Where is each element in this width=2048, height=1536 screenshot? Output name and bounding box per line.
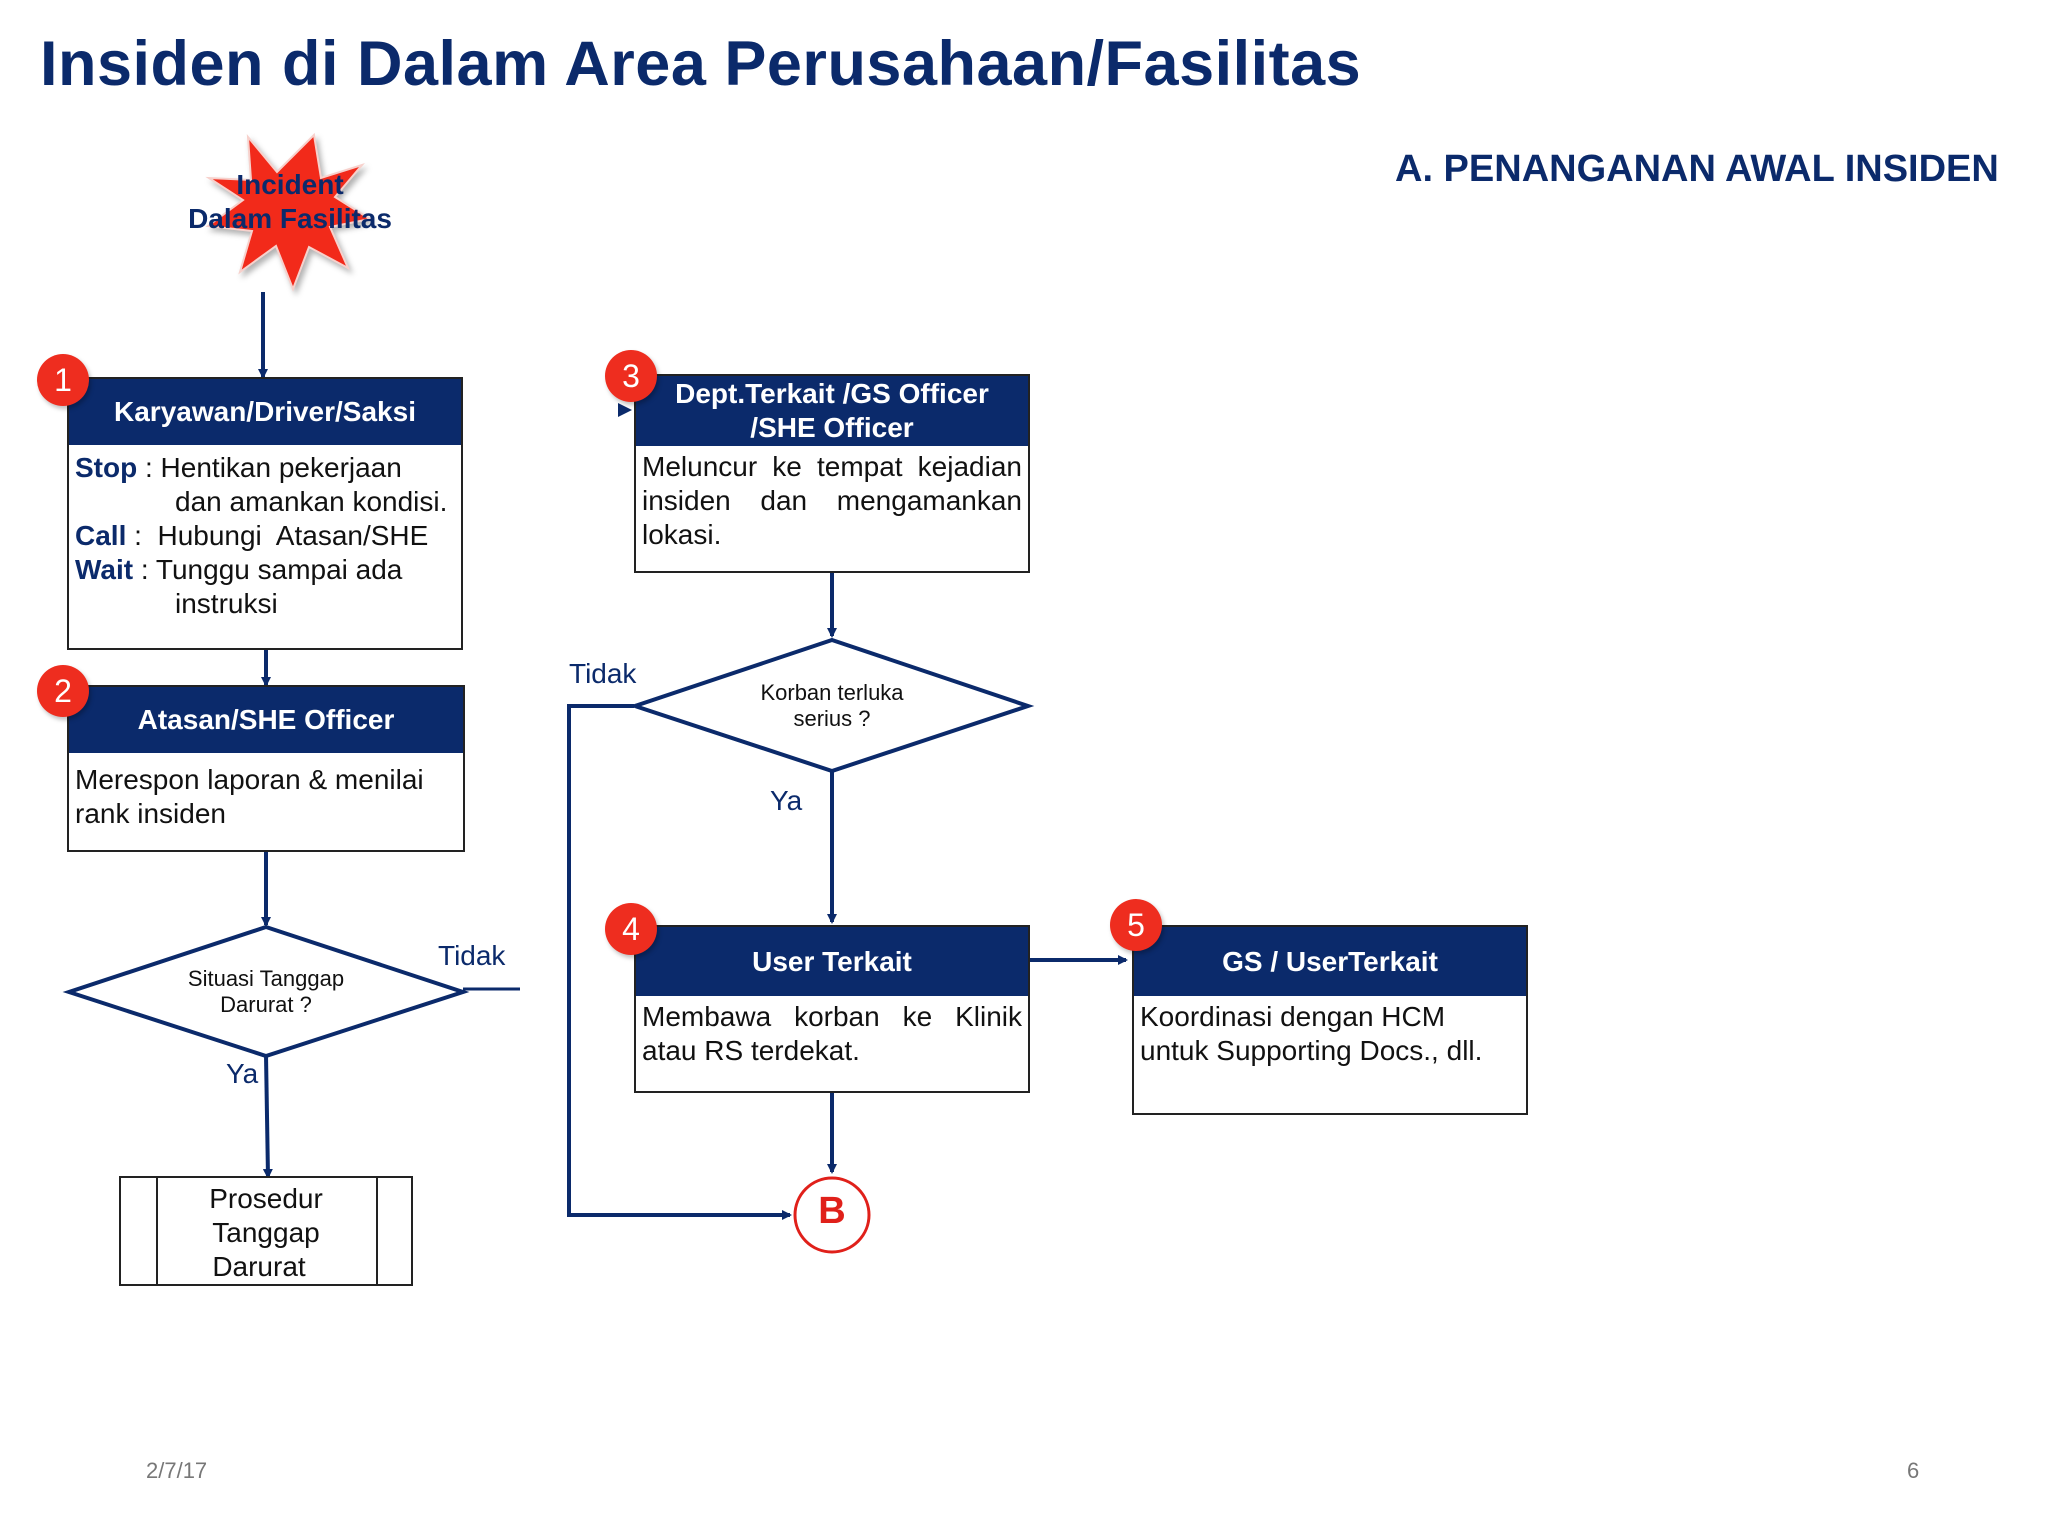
procedure-label: Prosedur Tanggap Darurat <box>161 1182 371 1284</box>
start-line1: Incident <box>236 169 344 200</box>
connector-b-label: B <box>818 1190 846 1232</box>
step4-header: User Terkait <box>636 927 1028 996</box>
call-keyword: Call <box>75 520 127 551</box>
procedure-line3: Darurat <box>212 1251 306 1282</box>
step3-header-line2: /SHE Officer <box>750 412 914 443</box>
wait-keyword: Wait <box>75 554 134 585</box>
procedure-line1: Prosedur <box>209 1183 323 1214</box>
decision2-no-label: Tidak <box>569 658 637 689</box>
step5-body: Koordinasi dengan HCM untuk Supporting D… <box>1140 1001 1483 1066</box>
footer-page-number: 6 <box>1907 1458 1920 1483</box>
step3-box: Dept.Terkait /GS Officer /SHE Officer Me… <box>634 374 1030 573</box>
page-title: Insiden di Dalam Area Perusahaan/Fasilit… <box>40 29 1362 99</box>
step5-header: GS / UserTerkait <box>1134 927 1526 996</box>
procedure-line2: Tanggap <box>212 1217 320 1248</box>
step1-box: Karyawan/Driver/Saksi Stop : Hentikan pe… <box>67 377 463 650</box>
decision1-line2: Darurat ? <box>220 992 312 1017</box>
start-event-label: Incident Dalam Fasilitas <box>150 168 430 236</box>
decision1-line1: Situasi Tanggap <box>187 966 345 991</box>
decision1-diamond <box>62 924 470 1059</box>
step4-box: User Terkait Membawa korban ke Klinik at… <box>634 925 1030 1093</box>
connector-b-circle <box>793 1176 871 1254</box>
incident-starburst-icon <box>205 132 373 292</box>
decision2-line2: serius ? <box>793 706 871 731</box>
decision2-question: Korban terluka serius ? <box>722 680 942 732</box>
arrow-decision2-no-to-connector-b <box>567 704 792 1220</box>
step3-header: Dept.Terkait /GS Officer /SHE Officer <box>636 376 1028 446</box>
arrow-decision1-yes-to-procedure <box>262 1054 273 1179</box>
decision1-question: Situasi Tanggap Darurat ? <box>156 966 376 1018</box>
step1-number-badge: 1 <box>37 354 89 406</box>
step5-number-badge: 5 <box>1110 899 1162 951</box>
stop-text: : Hentikan pekerjaan <box>137 452 402 483</box>
section-title: A. PENANGANAN AWAL INSIDEN <box>1395 148 1999 190</box>
step2-header: Atasan/SHE Officer <box>69 687 463 753</box>
footer-date: 2/7/17 <box>146 1458 208 1483</box>
decision2-line1: Korban terluka <box>760 680 904 705</box>
start-line2: Dalam Fasilitas <box>188 203 392 234</box>
step1-header: Karyawan/Driver/Saksi <box>69 379 461 445</box>
step4-number-badge: 4 <box>605 903 657 955</box>
step3-number-badge: 3 <box>605 350 657 402</box>
decision2-diamond <box>628 637 1035 774</box>
call-text: : Hubungi Atasan/SHE <box>126 520 429 551</box>
step1-body: Stop : Hentikan pekerjaan dan amankan ko… <box>69 445 461 627</box>
arrow-into-step3 <box>618 403 632 417</box>
step3-header-line1: Dept.Terkait /GS Officer <box>675 378 989 409</box>
step4-body: Membawa korban ke Klinik atau RS terdeka… <box>642 1001 1022 1066</box>
step5-box: GS / UserTerkait Koordinasi dengan HCM u… <box>1132 925 1528 1115</box>
decision1-yes-label: Ya <box>226 1058 259 1089</box>
decision2-yes-label: Ya <box>770 785 803 816</box>
wait-text: : Tunggu sampai ada <box>133 554 403 585</box>
procedure-box: Prosedur Tanggap Darurat <box>119 1176 413 1286</box>
step2-body: Merespon laporan & menilai rank insiden <box>75 764 424 829</box>
decision1-no-label: Tidak <box>438 940 506 971</box>
step2-number-badge: 2 <box>37 665 89 717</box>
step3-body: Meluncur ke tempat kejadian insiden dan … <box>642 451 1022 550</box>
wait-continuation: instruksi <box>175 588 278 619</box>
stop-continuation: dan amankan kondisi. <box>175 486 448 517</box>
stop-keyword: Stop <box>75 452 138 483</box>
step2-box: Atasan/SHE Officer Merespon laporan & me… <box>67 685 465 852</box>
